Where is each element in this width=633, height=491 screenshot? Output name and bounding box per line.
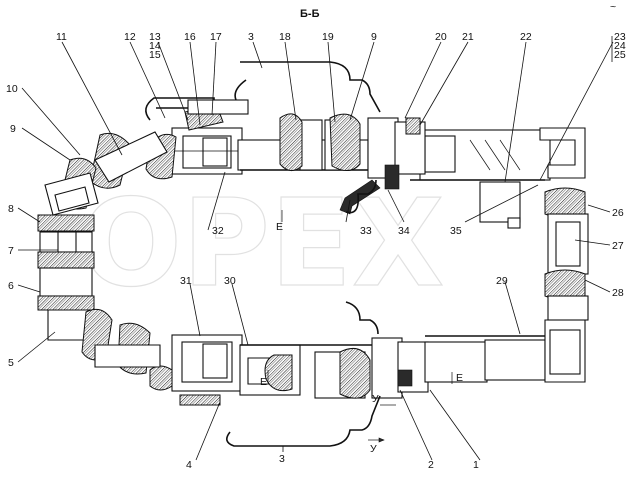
label-4: 4	[186, 459, 192, 471]
lower-mid-lip	[345, 301, 379, 335]
mark-e-right: E	[456, 372, 463, 384]
label-9-top: 9	[371, 31, 377, 43]
watermark: OPEX	[80, 175, 444, 314]
lower-frame-profile	[171, 319, 586, 399]
label-22: 22	[520, 31, 532, 43]
label-30: 30	[224, 275, 236, 287]
label-3-bottom: 3	[279, 453, 285, 465]
label-34: 34	[398, 225, 410, 237]
label-5: 5	[8, 357, 14, 369]
label-8: 8	[8, 203, 14, 215]
label-9-left: 9	[10, 123, 16, 135]
part-labels: 11 12 13 14 15 16 17 3 18 19 9 20 21 22 …	[6, 31, 626, 471]
lower-lip-3	[226, 395, 381, 447]
right-seal-chain	[544, 187, 589, 321]
mark-y-middle: У	[372, 393, 379, 405]
section-title: Б-Б	[300, 8, 320, 20]
label-33: 33	[360, 225, 372, 237]
label-15: 15	[149, 49, 161, 61]
label-20: 20	[435, 31, 447, 43]
label-6: 6	[8, 280, 14, 292]
label-27: 27	[612, 240, 624, 252]
label-18: 18	[279, 31, 291, 43]
label-35: 35	[450, 225, 462, 237]
label-12: 12	[124, 31, 136, 43]
label-11: 11	[56, 31, 67, 43]
label-29: 29	[496, 275, 508, 287]
upper-handle	[145, 97, 215, 121]
label-32: 32	[212, 225, 224, 237]
mark-e-middle: E	[260, 376, 267, 388]
label-21: 21	[462, 31, 474, 43]
corner-mark: ~	[610, 1, 616, 13]
label-2: 2	[428, 459, 434, 471]
label-7: 7	[8, 245, 14, 257]
label-25: 25	[614, 49, 626, 61]
left-seal-chain	[37, 131, 168, 375]
label-1: 1	[473, 459, 479, 471]
label-23: 23	[614, 31, 626, 43]
label-26: 26	[612, 207, 624, 219]
upper-lip-3	[234, 61, 381, 113]
upper-mid-lip	[345, 179, 377, 214]
label-13: 13	[149, 31, 161, 43]
label-31: 31	[180, 275, 192, 287]
label-10: 10	[6, 83, 18, 95]
label-16: 16	[184, 31, 196, 43]
label-28: 28	[612, 287, 624, 299]
label-14: 14	[149, 40, 161, 52]
mark-e-upper: E	[276, 221, 283, 233]
leader-lines	[17, 36, 614, 461]
label-3-top: 3	[248, 31, 254, 43]
label-17: 17	[210, 31, 222, 43]
mark-y-bottom: У	[370, 443, 377, 455]
label-19: 19	[322, 31, 334, 43]
label-24: 24	[614, 40, 626, 52]
